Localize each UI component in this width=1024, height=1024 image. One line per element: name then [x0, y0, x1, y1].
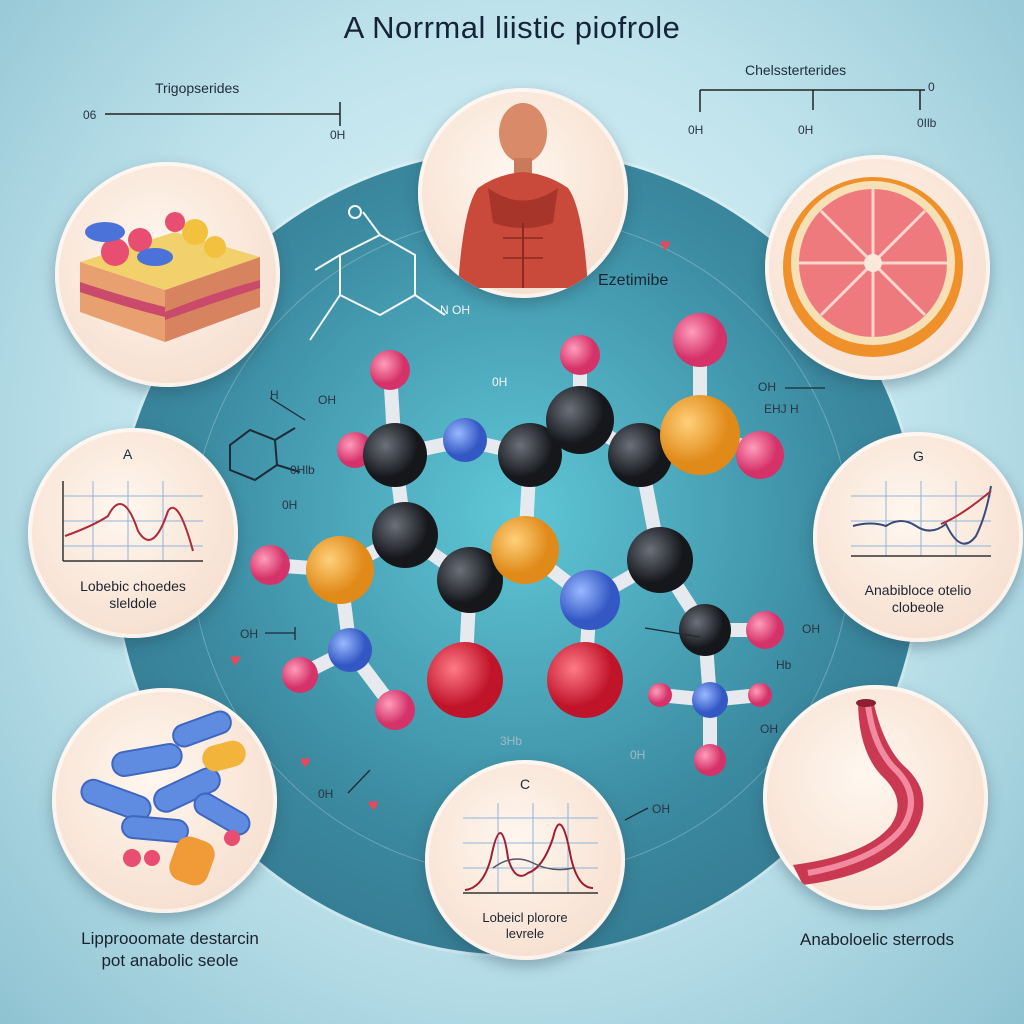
- panel-a-letter: A: [123, 446, 133, 462]
- scale-left-line: [105, 102, 341, 126]
- chem-label-4: 0H: [492, 375, 508, 389]
- molecule-icon: [250, 313, 784, 776]
- panel-a-caption-line1: Lobebic choedes: [80, 578, 186, 594]
- muscle-figure-panel: [418, 88, 628, 298]
- panel-a-chart-icon: [62, 481, 203, 562]
- scale-left-end: 0H: [330, 128, 346, 142]
- heart-icon: ♥: [230, 650, 241, 670]
- scale-right-end: 0: [928, 80, 935, 94]
- chem-label-10: Hb: [776, 658, 792, 672]
- scale-right-tick-2: 0H: [798, 123, 814, 137]
- page-title: A Norrmal liistic piofrole: [343, 10, 681, 45]
- grapefruit-icon: [783, 177, 963, 357]
- bottom-left-caption-line1: Lipprooomate destarcin: [81, 929, 259, 948]
- panel-g: G Anabibloce otelio clobeole: [813, 432, 1023, 642]
- chem-label-12: OH: [652, 802, 670, 816]
- tissue-block-panel: [55, 162, 280, 387]
- chem-label-14: 0H: [630, 748, 646, 762]
- panel-g-caption-line2: clobeole: [891, 599, 945, 615]
- chem-label-11: OH: [802, 622, 820, 636]
- panel-c-caption: Lobeicl plorore levrele: [445, 910, 605, 942]
- artery-icon: [793, 699, 924, 885]
- chem-label-7: OH: [758, 380, 776, 394]
- scale-right-tick-3: 0Ilb: [917, 116, 937, 130]
- tissue-block-icon: [80, 212, 260, 342]
- bottom-left-caption-line2: pot anabolic seole: [101, 951, 239, 970]
- chem-label-9: OH: [240, 627, 258, 641]
- drug-label: Ezetimibe: [598, 272, 669, 289]
- chem-label-15: 0H: [318, 787, 334, 801]
- grapefruit-panel: [765, 155, 990, 380]
- panel-g-letter: G: [913, 448, 924, 464]
- chem-label-16: OH: [760, 722, 778, 736]
- panel-c-letter: C: [520, 776, 531, 792]
- panel-a-caption-line2: sleldole: [109, 595, 157, 611]
- panel-a: A Lobebic choedes sleldole: [28, 428, 238, 638]
- chem-label-8: EHJ H: [764, 402, 799, 416]
- panel-c: C Lobeicl plorore levrele: [425, 760, 625, 960]
- panel-c-chart-icon: [463, 803, 598, 894]
- panel-c-caption-line2: levrele: [505, 926, 545, 941]
- panel-c-caption-line1: Lobeicl plorore: [482, 910, 568, 925]
- chem-label-3: OH: [318, 393, 336, 407]
- chem-label-2: H: [270, 388, 279, 402]
- heart-icon: ♥: [660, 235, 671, 255]
- muscle-figure-icon: [458, 103, 588, 288]
- panel-g-caption: Anabibloce otelio clobeole: [833, 582, 1003, 616]
- bottom-right-caption: Anaboloelic sterrods: [799, 930, 955, 949]
- structure-sketch-left: [229, 427, 301, 482]
- scale-right-line: [699, 89, 925, 112]
- structure-sketch-top: [309, 205, 446, 341]
- panel-a-caption: Lobebic choedes sleldole: [48, 578, 218, 612]
- panel-g-chart-icon: [851, 481, 992, 557]
- scale-left-label: Trigopserides: [155, 80, 240, 96]
- bottom-left-caption: Lipprooomate destarcin pot anabolic seol…: [55, 928, 285, 972]
- scale-right-tick-1: 0H: [688, 123, 704, 137]
- chem-label-13: 3Hb: [500, 734, 523, 748]
- chem-label-1: N OH: [440, 303, 470, 317]
- pills-icon: [80, 710, 251, 886]
- scale-left-start: 06: [83, 108, 97, 122]
- chem-label-6: 0Hlb: [290, 463, 315, 477]
- chem-label-5: 0H: [282, 498, 298, 512]
- artery-panel: [763, 685, 988, 910]
- panel-g-caption-line1: Anabibloce otelio: [864, 582, 972, 598]
- heart-icon: ♥: [368, 795, 379, 815]
- pills-panel: [52, 688, 277, 913]
- heart-icon: ♥: [300, 752, 311, 772]
- scale-right-label: Chelssterterides: [745, 62, 847, 78]
